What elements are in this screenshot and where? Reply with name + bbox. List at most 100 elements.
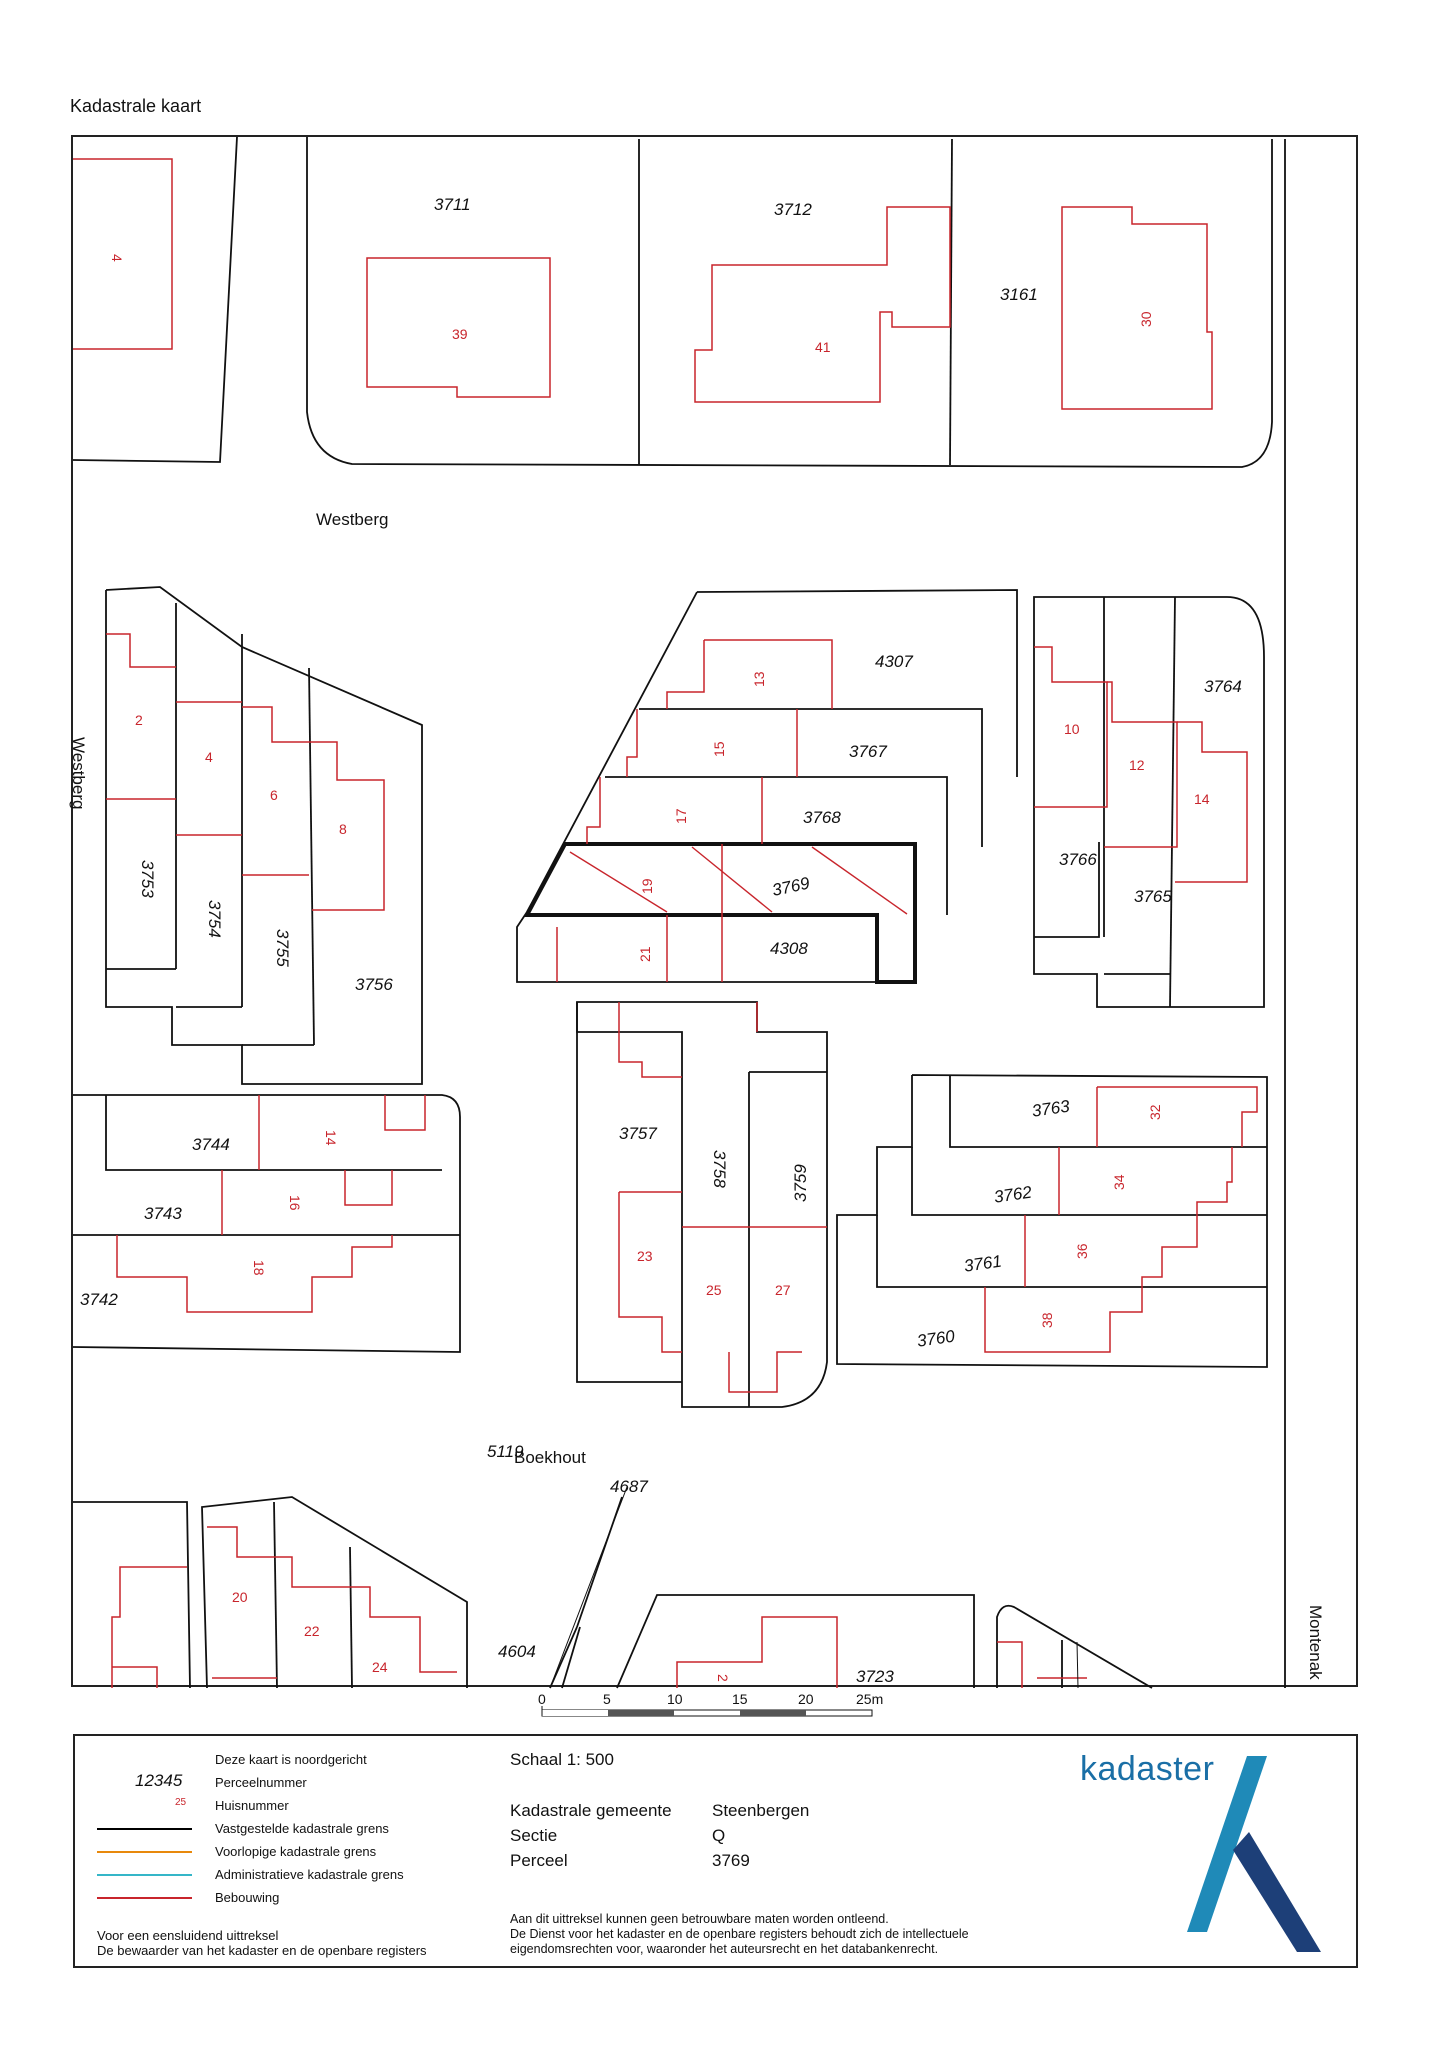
legend-administrative-boundary: Administratieve kadastrale grens [75, 1865, 505, 1885]
parcel-number[interactable]: 3761 [963, 1252, 1003, 1276]
parcel-number[interactable]: 3742 [80, 1290, 118, 1309]
parcel-number[interactable]: 3767 [849, 742, 887, 761]
house-number: 14 [323, 1130, 339, 1146]
house-number: 4 [205, 749, 213, 765]
parcel-number[interactable]: 3744 [192, 1135, 230, 1154]
parcel-number-symbol: 12345 [135, 1771, 183, 1790]
parcel-number[interactable]: 3762 [993, 1183, 1034, 1207]
section-label: Sectie [510, 1826, 558, 1845]
parcel-number[interactable]: 3755 [273, 929, 292, 967]
parcel-number[interactable]: 3759 [791, 1164, 810, 1202]
house-number: 41 [815, 339, 831, 355]
house-number: 36 [1074, 1243, 1090, 1259]
parcel-number[interactable]: 3757 [619, 1124, 657, 1143]
house-number: 12 [1129, 757, 1145, 773]
house-number: 2 [135, 712, 143, 728]
scale-text: Schaal 1: 500 [510, 1750, 614, 1769]
buildings [73, 158, 1258, 1688]
parcel-number-selected[interactable]: 3769 [770, 873, 811, 900]
parcel-number[interactable]: 3711 [434, 195, 471, 214]
scale-label: 20 [798, 1691, 814, 1707]
house-number: 6 [270, 787, 278, 803]
disclaimer-line-1: Aan dit uittreksel kunnen geen betrouwba… [510, 1912, 889, 1926]
house-number: 30 [1138, 311, 1154, 327]
parcel-number[interactable]: 4604 [498, 1642, 536, 1661]
parcel-number[interactable]: 3712 [774, 200, 812, 219]
house-number-symbol: 25 [175, 1797, 187, 1808]
parcel-number[interactable]: 4687 [610, 1477, 648, 1496]
house-number: 38 [1039, 1312, 1055, 1328]
house-number: 24 [372, 1659, 388, 1675]
house-number: 18 [251, 1260, 267, 1276]
footer-line-1: Voor een eensluidend uittreksel [97, 1928, 279, 1943]
legend-parcel-number: 12345 Perceelnummer [135, 1771, 307, 1790]
section-value: Q [712, 1826, 726, 1845]
house-number: 34 [1111, 1174, 1127, 1190]
parcel-number[interactable]: 3760 [916, 1327, 957, 1351]
parcel-number[interactable]: 3756 [355, 975, 393, 994]
parcel-number[interactable]: 3765 [1134, 887, 1172, 906]
parcel-number[interactable]: 3764 [1204, 677, 1242, 696]
house-number: 16 [287, 1195, 303, 1211]
parcel-number[interactable]: 3758 [710, 1150, 729, 1188]
house-number: 19 [639, 878, 655, 894]
disclaimer-line-2: De Dienst voor het kadaster en de openba… [510, 1927, 969, 1941]
cadastral-map[interactable]: 3711 3712 3161 4307 3764 3767 3768 3769 … [69, 135, 1360, 1689]
legend-panel: Deze kaart is noordgericht 12345 Perceel… [73, 1734, 1358, 1968]
house-number: 39 [452, 326, 468, 342]
selected-parcel-hatch [569, 846, 908, 915]
parcel-number[interactable]: 3753 [138, 860, 157, 898]
selected-parcel-outline [523, 842, 917, 984]
scale-label: 0 [538, 1691, 546, 1707]
administrative-boundary-line [97, 1874, 192, 1876]
parcel-number[interactable]: 3763 [1031, 1097, 1072, 1121]
map-canvas[interactable]: 3711 3712 3161 4307 3764 3767 3768 3769 … [69, 136, 1360, 1689]
house-number: 2 [715, 1674, 731, 1682]
municipality-label: Kadastrale gemeente [510, 1801, 672, 1820]
page-title: Kadastrale kaart [70, 96, 202, 116]
house-number: 17 [673, 808, 689, 824]
scale-bar: 0 5 10 15 20 25m [538, 1688, 883, 1748]
footer-line-2: De bewaarder van het kadaster en de open… [97, 1943, 427, 1958]
street-name-westberg: Westberg [316, 510, 388, 529]
parcel-number[interactable]: 3754 [205, 900, 224, 938]
parcel-number[interactable]: 5119 [487, 1442, 524, 1461]
parcel-number[interactable]: 3768 [803, 808, 841, 827]
municipality-value: Steenbergen [712, 1801, 810, 1820]
parcel-value: 3769 [712, 1851, 750, 1870]
disclaimer-line-3: eigendomsrechten voor, waaronder het aut… [510, 1942, 939, 1956]
fixed-boundary-line [97, 1828, 192, 1830]
kadaster-logo-icon [1187, 1756, 1321, 1952]
parcel-number[interactable]: 4308 [770, 939, 808, 958]
house-numbers: 4 39 41 30 13 15 17 19 21 10 12 14 2 4 6… [109, 254, 1210, 1682]
house-number: 8 [339, 821, 347, 837]
house-number: 25 [706, 1282, 722, 1298]
house-number: 32 [1147, 1104, 1163, 1120]
parcel-number[interactable]: 3766 [1059, 850, 1097, 869]
street-name-montenak: Montenak [1306, 1605, 1325, 1680]
house-number: 4 [109, 254, 125, 262]
house-number: 23 [637, 1248, 653, 1264]
parcel-number[interactable]: 3161 [1000, 285, 1038, 304]
house-number: 20 [232, 1589, 248, 1605]
scale-label: 15 [732, 1691, 748, 1707]
building-line [97, 1897, 192, 1899]
parcel-number[interactable]: 3723 [856, 1667, 894, 1686]
house-number: 10 [1064, 721, 1080, 737]
legend-building: Bebouwing [75, 1888, 505, 1908]
house-number: 22 [304, 1623, 320, 1639]
parcel-numbers: 3711 3712 3161 4307 3764 3767 3768 3769 … [80, 195, 1242, 1686]
house-number: 15 [711, 741, 727, 757]
parcel-number[interactable]: 4307 [875, 652, 913, 671]
house-number: 21 [637, 946, 653, 962]
scale-label: 25m [856, 1691, 883, 1707]
legend-house-number: 25 Huisnummer [175, 1797, 289, 1813]
parcel-boundaries [72, 136, 1286, 1689]
scale-label: 10 [667, 1691, 683, 1707]
legend-north: Deze kaart is noordgericht [215, 1752, 367, 1767]
legend-provisional-boundary: Voorlopige kadastrale grens [75, 1842, 505, 1862]
scale-label: 5 [603, 1691, 611, 1707]
street-names: Westberg Westberg Boekhout Montenak [69, 510, 1325, 1680]
street-name-westberg-side: Westberg [69, 737, 88, 809]
parcel-number[interactable]: 3743 [144, 1204, 182, 1223]
